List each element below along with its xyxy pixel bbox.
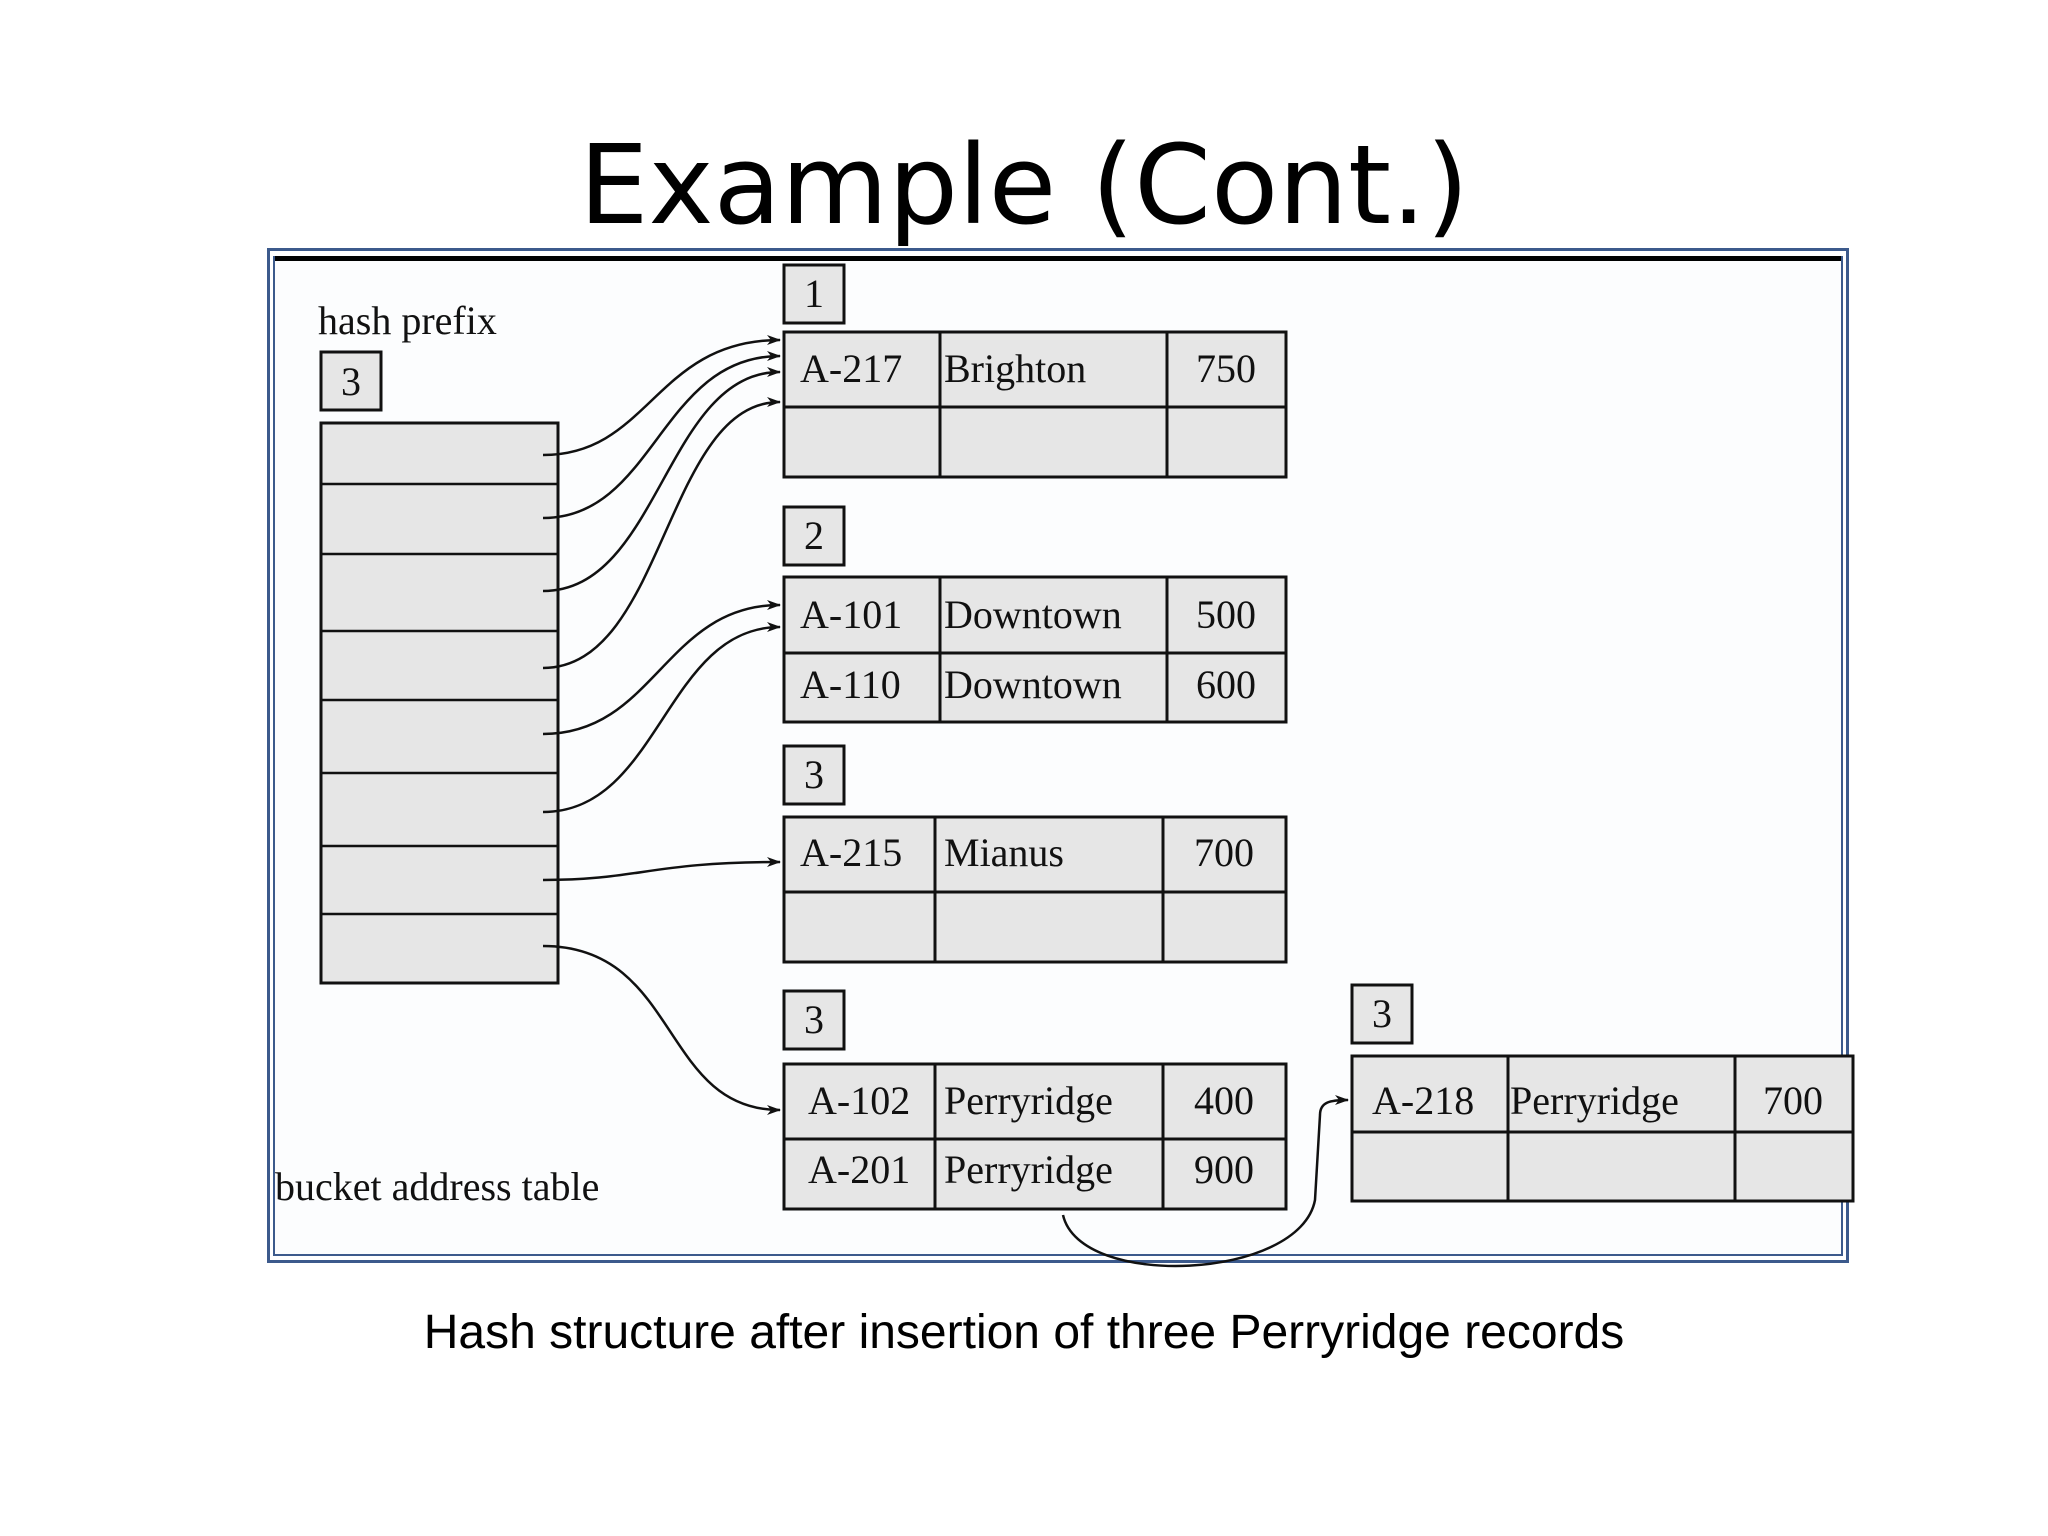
bucket-3: 3 A-215 Mianus 700 [782,744,1288,964]
record-balance: 700 [1194,830,1254,875]
record-balance: 900 [1194,1147,1254,1192]
record-account: A-217 [800,346,902,391]
bucket-local-depth: 3 [804,752,824,797]
bucket-pointers [542,335,781,1115]
bucket-local-depth: 1 [804,271,824,316]
record-account: A-215 [800,830,902,875]
record-branch: Mianus [944,830,1064,875]
bucket-address-table [319,421,560,985]
record-balance: 600 [1196,662,1256,707]
hash-prefix-label: hash prefix [318,298,497,343]
global-depth-box [319,350,383,412]
overflow-bucket: 3 A-218 Perryridge 700 [1350,983,1855,1203]
bucket-address-table-label: bucket address table [275,1164,599,1209]
record-branch: Downtown [944,592,1122,637]
record-balance: 700 [1763,1078,1823,1123]
record-branch: Perryridge [944,1078,1113,1123]
record-balance: 750 [1196,346,1256,391]
slide-title: Example (Cont.) [579,121,1469,249]
diagram-top-border [275,256,1841,261]
record-account: A-101 [800,592,902,637]
bucket-local-depth: 3 [1372,991,1392,1036]
bucket-1: 1 A-217 Brighton 750 [782,263,1288,479]
record-account: A-201 [808,1147,910,1192]
overflow-pointer [1061,1095,1349,1268]
record-account: A-102 [808,1078,910,1123]
bucket-local-depth: 3 [804,997,824,1042]
record-branch: Perryridge [944,1147,1113,1192]
diagram-frame [267,248,1849,1263]
global-depth-value: 3 [341,359,361,404]
record-balance: 400 [1194,1078,1254,1123]
record-branch: Perryridge [1510,1078,1679,1123]
bucket-local-depth: 2 [804,513,824,558]
record-account: A-218 [1372,1078,1474,1123]
record-balance: 500 [1196,592,1256,637]
record-branch: Downtown [944,662,1122,707]
figure-caption: Hash structure after insertion of three … [423,1306,1625,1359]
bucket-2: 2 A-101 Downtown 500 A-110 Downtown 600 [782,505,1288,724]
record-branch: Brighton [944,346,1086,391]
bucket-4: 3 A-102 Perryridge 400 A-201 Perryridge … [782,989,1288,1211]
record-account: A-110 [800,662,901,707]
